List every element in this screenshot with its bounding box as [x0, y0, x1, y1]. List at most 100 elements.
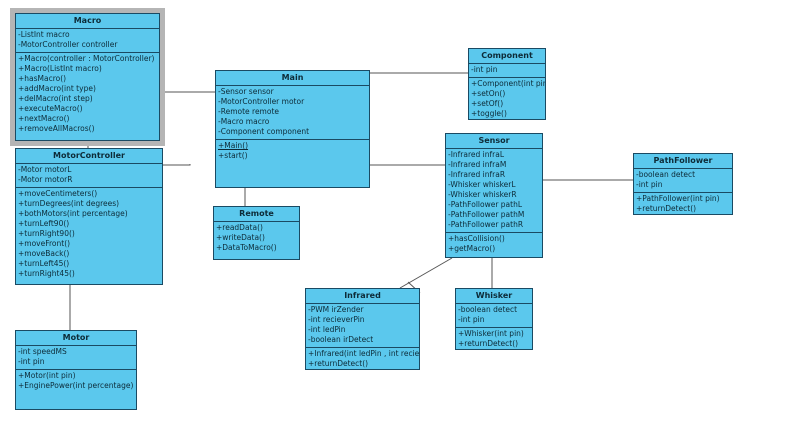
uml-attribute: -ListInt macro: [18, 30, 70, 39]
uml-operation: +setOf(): [471, 99, 504, 108]
uml-operations-section: +Whisker(int pin)+returnDetect(): [456, 328, 532, 349]
uml-attribute: -PathFollower pathL: [448, 200, 523, 209]
uml-class-body: Macro-ListInt macro-MotorController cont…: [15, 13, 160, 141]
uml-operation: +writeData(): [216, 233, 265, 242]
uml-attribute: -Infrared infraL: [448, 150, 505, 159]
uml-operation: +moveCentimeters(): [18, 189, 98, 198]
uml-attribute: -MotorController motor: [218, 97, 305, 106]
uml-operations-section: +PathFollower(int pin)+returnDetect(): [634, 193, 732, 214]
uml-attributes-section: -int speedMS-int pin: [16, 346, 136, 370]
connection-sensor-infrared: [399, 257, 453, 289]
uml-operation: +getMacro(): [448, 244, 496, 253]
uml-operation: +returnDetect(): [458, 339, 519, 348]
uml-attribute: -MotorController controller: [18, 40, 118, 49]
uml-class-sensor[interactable]: Sensor-Infrared infraL-Infrared infraM-I…: [445, 133, 543, 258]
uml-operation: +EnginePower(int percentage): [18, 381, 134, 390]
uml-class-name: Whisker: [456, 289, 532, 304]
uml-operation: +moveFront(): [18, 239, 71, 248]
uml-operation: +turnLeft45(): [18, 259, 70, 268]
uml-class-component[interactable]: Component-int pin+Component(int pin)+set…: [468, 48, 546, 120]
uml-attribute: -PathFollower pathR: [448, 220, 524, 229]
uml-operation: +turnDegrees(int degrees): [18, 199, 120, 208]
uml-attribute: -Macro macro: [218, 117, 270, 126]
uml-attribute: -Infrared infraR: [448, 170, 506, 179]
uml-operation: +Macro(controller : MotorController): [18, 54, 155, 63]
uml-attribute: -int pin: [458, 315, 485, 324]
uml-class-name: Macro: [16, 14, 159, 29]
uml-operation: +delMacro(int step): [18, 94, 93, 103]
uml-operation: +setOn(): [471, 89, 506, 98]
uml-attributes-section: -Infrared infraL-Infrared infraM-Infrare…: [446, 149, 542, 233]
uml-operation: +start(): [218, 151, 248, 160]
uml-operations-section: +Infrared(int ledPin , int recieverPin)+…: [306, 348, 420, 369]
uml-attribute: -Remote remote: [218, 107, 280, 116]
uml-operations-section: +Motor(int pin)+EnginePower(int percenta…: [16, 370, 136, 409]
uml-attributes-section: -boolean detect-int pin: [634, 169, 732, 193]
uml-class-remote[interactable]: Remote+readData()+writeData()+DataToMacr…: [213, 206, 300, 260]
uml-attribute: -int pin: [636, 180, 663, 189]
uml-operation: +turnRight90(): [18, 229, 75, 238]
uml-operation: +removeAllMacros(): [18, 124, 95, 133]
uml-class-name: Infrared: [306, 289, 419, 304]
uml-operation: +Infrared(int ledPin , int recieverPin): [308, 349, 420, 358]
uml-operation: +Macro(ListInt macro): [18, 64, 102, 73]
uml-attributes-section: -Sensor sensor-MotorController motor-Rem…: [216, 86, 369, 140]
uml-operation: +hasMacro(): [18, 74, 67, 83]
uml-operations-section: +Macro(controller : MotorController)+Mac…: [16, 53, 159, 140]
uml-operation: +turnRight45(): [18, 269, 75, 278]
uml-attribute: -Sensor sensor: [218, 87, 274, 96]
uml-attribute: -int pin: [18, 357, 45, 366]
uml-operation: +returnDetect(): [636, 204, 697, 213]
uml-class-pathfollower[interactable]: PathFollower-boolean detect-int pin+Path…: [633, 153, 733, 215]
uml-class-macro[interactable]: Macro-ListInt macro-MotorController cont…: [10, 8, 165, 146]
uml-operations-section: +hasCollision()+getMacro(): [446, 233, 542, 257]
uml-attribute: -int pin: [471, 65, 498, 74]
uml-class-motor[interactable]: Motor-int speedMS-int pin+Motor(int pin)…: [15, 330, 137, 410]
uml-operation: +returnDetect(): [308, 359, 369, 368]
uml-operation: +turnLeft90(): [18, 219, 70, 228]
uml-operation: +hasCollision(): [448, 234, 505, 243]
uml-operation: +nextMacro(): [18, 114, 70, 123]
uml-attribute: -Motor motorR: [18, 175, 73, 184]
uml-operation: +Motor(int pin): [18, 371, 76, 380]
uml-attribute: -Component component: [218, 127, 310, 136]
uml-operation: +Whisker(int pin): [458, 329, 524, 338]
uml-class-motorcontroller[interactable]: MotorController-Motor motorL-Motor motor…: [15, 148, 163, 285]
uml-operation: +PathFollower(int pin): [636, 194, 720, 203]
uml-operation: +DataToMacro(): [216, 243, 277, 252]
uml-class-name: Sensor: [446, 134, 542, 149]
uml-operation: +toggle(): [471, 109, 507, 118]
uml-attribute: -Whisker whiskerR: [448, 190, 517, 199]
uml-attribute: -int recieverPin: [308, 315, 365, 324]
uml-operation: +Component(int pin): [471, 79, 546, 88]
uml-attribute: -int speedMS: [18, 347, 67, 356]
uml-attributes-section: -PWM irZender-int recieverPin-int ledPin…: [306, 304, 419, 348]
uml-attribute: -PathFollower pathM: [448, 210, 525, 219]
uml-class-name: Remote: [214, 207, 299, 222]
uml-operations-section: +Component(int pin)+setOn()+setOf()+togg…: [469, 78, 546, 119]
uml-class-name: Main: [216, 71, 369, 86]
uml-attribute: -Whisker whiskerL: [448, 180, 516, 189]
uml-attributes-section: -Motor motorL-Motor motorR: [16, 164, 162, 188]
uml-class-name: Component: [469, 49, 545, 64]
uml-operation: +bothMotors(int percentage): [18, 209, 128, 218]
uml-operation: +Main(): [218, 141, 249, 150]
uml-class-name: MotorController: [16, 149, 162, 164]
uml-operations-section: +Main()+start(): [216, 140, 369, 187]
uml-class-infrared[interactable]: Infrared-PWM irZender-int recieverPin-in…: [305, 288, 420, 370]
uml-operation: +executeMacro(): [18, 104, 83, 113]
uml-attribute: -int ledPin: [308, 325, 346, 334]
uml-attribute: -Motor motorL: [18, 165, 72, 174]
uml-attributes-section: -boolean detect-int pin: [456, 304, 532, 328]
uml-attributes-section: -ListInt macro-MotorController controlle…: [16, 29, 159, 53]
uml-attribute: -boolean irDetect: [308, 335, 374, 344]
uml-attribute: -Infrared infraM: [448, 160, 507, 169]
uml-operations-section: +moveCentimeters()+turnDegrees(int degre…: [16, 188, 162, 284]
uml-class-name: Motor: [16, 331, 136, 346]
uml-class-whisker[interactable]: Whisker-boolean detect-int pin+Whisker(i…: [455, 288, 533, 350]
uml-class-name: PathFollower: [634, 154, 732, 169]
uml-class-main[interactable]: Main-Sensor sensor-MotorController motor…: [215, 70, 370, 188]
uml-operation: +addMacro(int type): [18, 84, 96, 93]
uml-attribute: -boolean detect: [636, 170, 696, 179]
uml-operation: +moveBack(): [18, 249, 70, 258]
